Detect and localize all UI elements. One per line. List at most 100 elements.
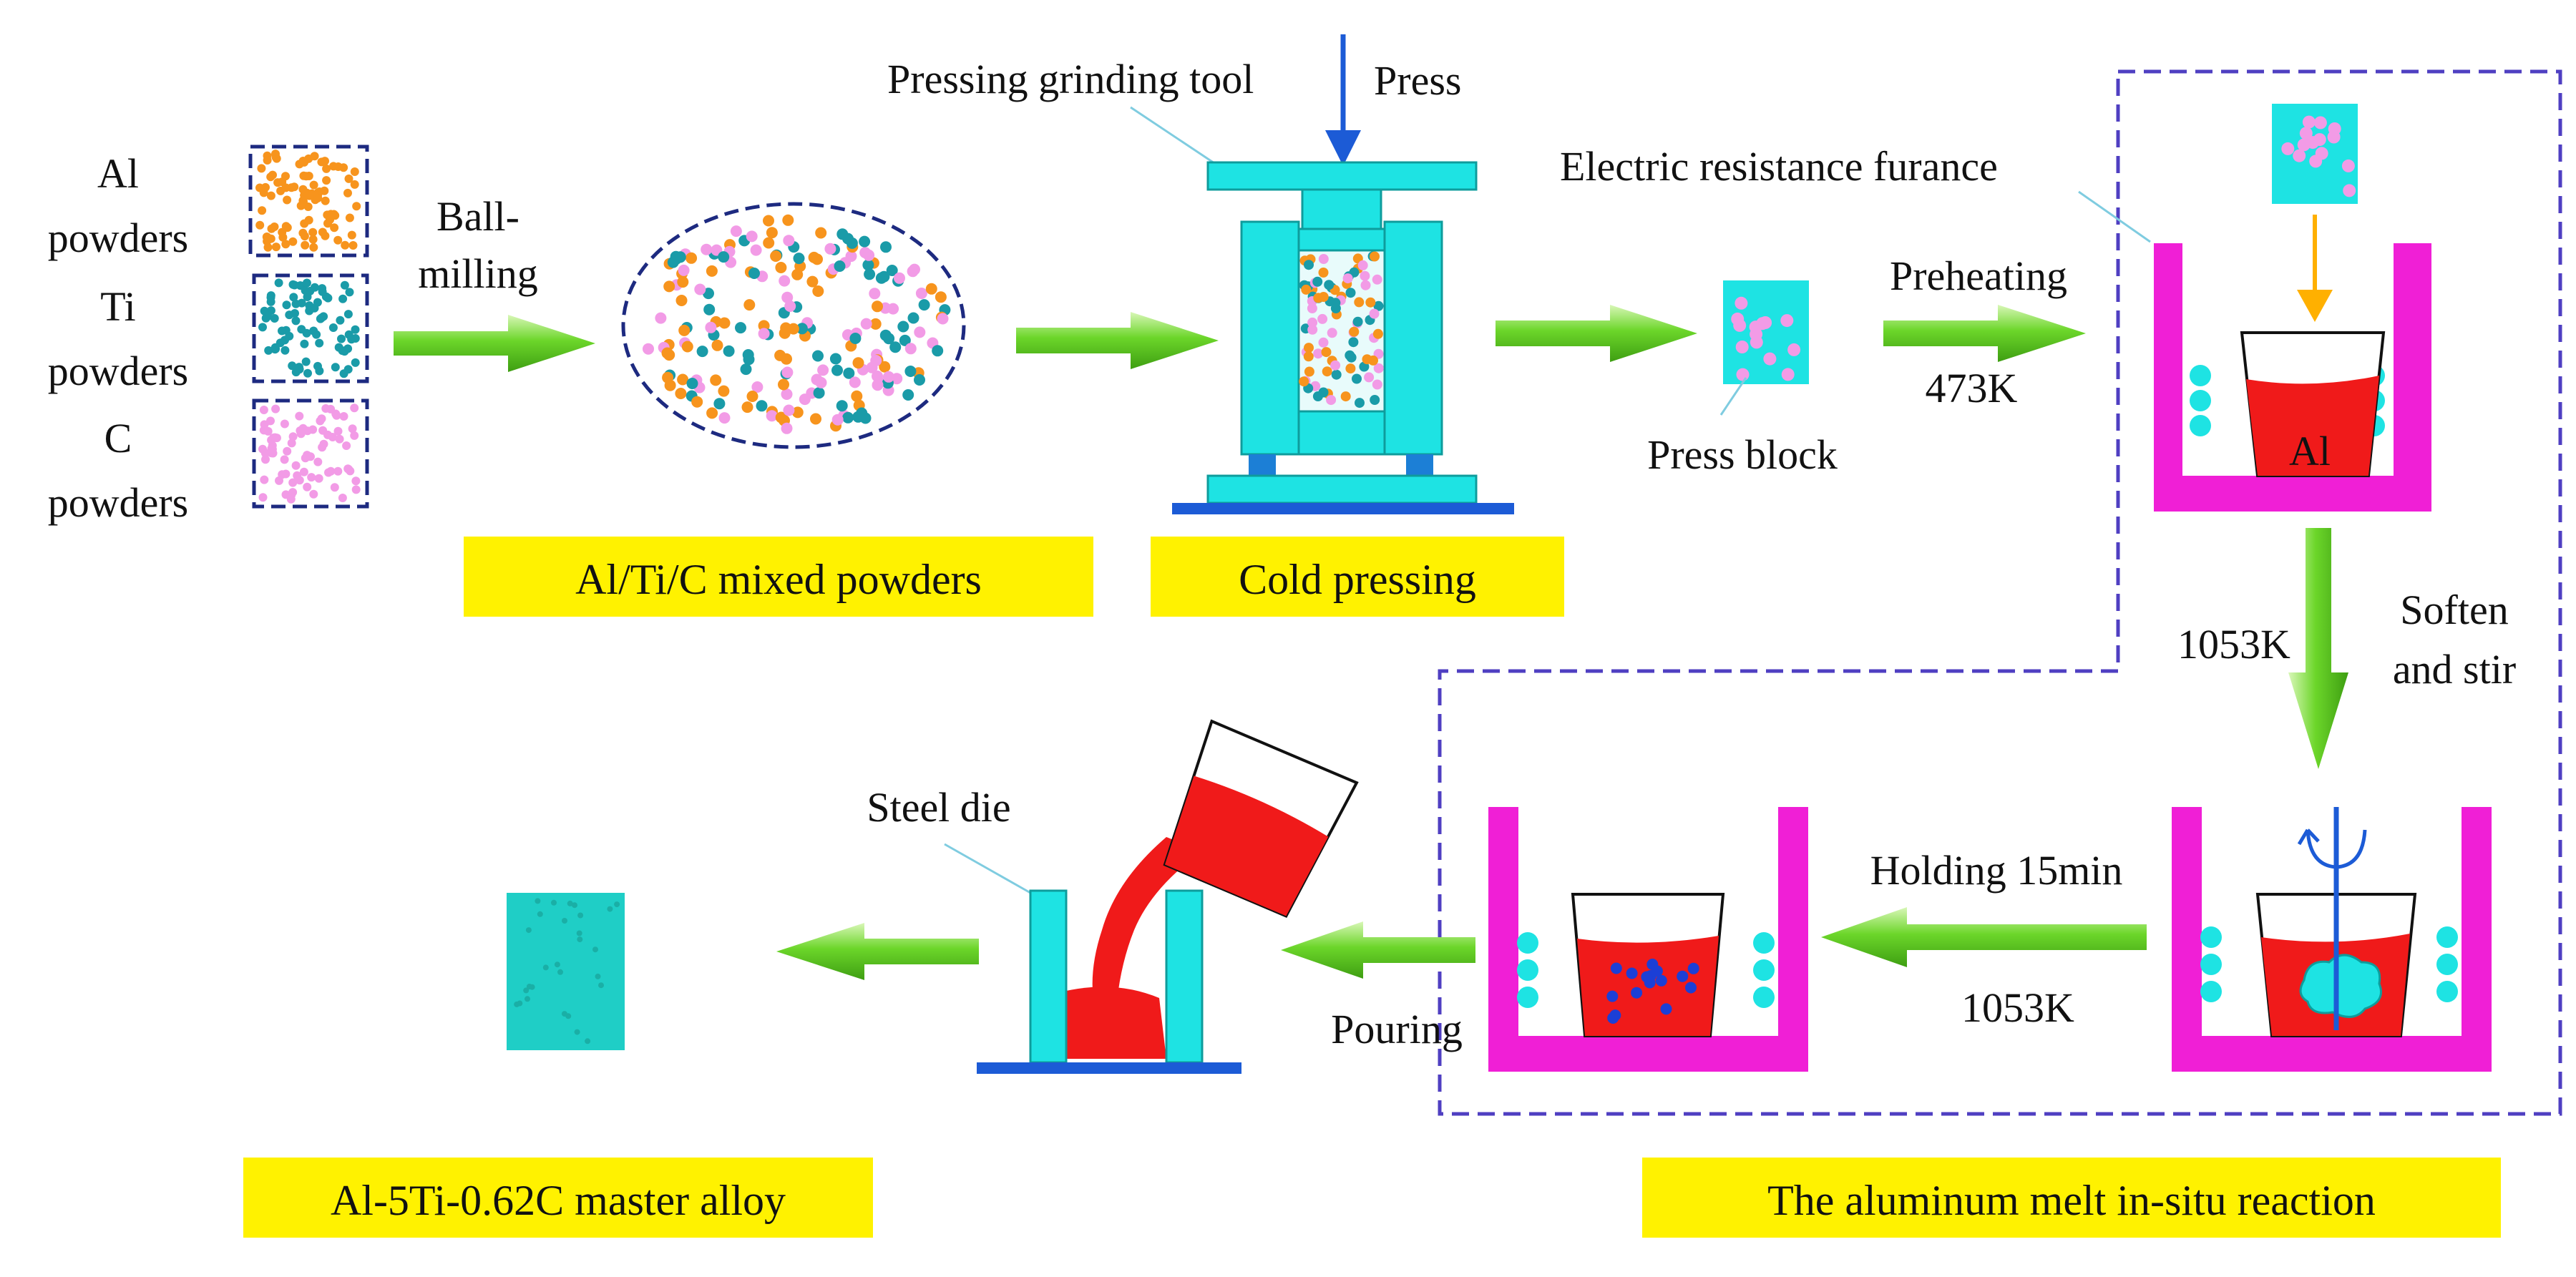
particle-dot	[281, 326, 291, 335]
particle-dot	[337, 334, 346, 343]
particle-dot	[1340, 391, 1351, 402]
pouring-crucible-icon	[1163, 719, 1359, 918]
particle-dot	[529, 984, 535, 990]
press-base	[1172, 503, 1514, 514]
particle-dot	[350, 431, 359, 440]
particle-dot	[287, 439, 296, 448]
particle-dot	[742, 349, 754, 361]
soften-temp-label: 1053K	[2177, 621, 2290, 667]
particle-dot	[320, 186, 329, 195]
particle-dot	[779, 275, 791, 287]
particle-dot	[317, 157, 326, 167]
particle-dot	[862, 259, 874, 271]
particle-dot	[718, 412, 731, 424]
particle-dot	[781, 291, 794, 303]
particle-dot	[663, 280, 675, 293]
arrow-holding	[1821, 907, 2147, 967]
particle-dot	[1345, 288, 1356, 298]
particle-dot	[796, 323, 808, 335]
particle-dot	[300, 339, 309, 348]
heater-dot	[2190, 415, 2211, 436]
particle-dot	[1349, 267, 1360, 278]
particle-dot	[1780, 314, 1794, 328]
particle-dot	[288, 361, 297, 371]
aluminum-melt	[2246, 376, 2379, 476]
particle-dot	[535, 898, 541, 904]
particle-dot	[1360, 280, 1371, 290]
particle-dot	[1299, 376, 1309, 387]
particle-dot	[343, 188, 352, 197]
al-melt-label: Al	[2289, 428, 2331, 474]
particle-dot	[300, 232, 309, 241]
particle-dot	[1345, 363, 1356, 374]
particle-dot	[333, 426, 343, 436]
particle-dot	[1787, 343, 1801, 356]
particle-dot	[1360, 270, 1370, 281]
particle-dot	[537, 911, 543, 917]
particle-dot	[514, 1001, 520, 1007]
particle-dot	[851, 390, 863, 402]
arrow-to-master-alloy	[776, 923, 979, 980]
particle-dot	[263, 426, 273, 436]
particle-dot	[783, 235, 795, 247]
particle-dot	[705, 321, 717, 333]
stirring-furnace	[2172, 807, 2492, 1072]
particle-dot	[298, 157, 308, 165]
particle-dot	[836, 228, 849, 240]
particle-dot	[723, 345, 735, 357]
particle-dot	[1303, 351, 1314, 362]
particle-dot	[750, 244, 762, 256]
particle-dot	[263, 243, 273, 252]
stage-title-mixed: Al/Ti/C mixed powders	[575, 556, 982, 603]
ti-label-line1: Ti	[100, 283, 136, 330]
particle-dot	[793, 253, 805, 265]
insitu-particles	[1606, 959, 1699, 1024]
particle-dot	[291, 368, 301, 377]
particle-dot	[288, 478, 298, 487]
press-foot-right	[1406, 454, 1433, 476]
particle-dot	[322, 164, 331, 173]
particle-dot	[1348, 337, 1359, 348]
particle-dot	[662, 371, 674, 383]
press-die-right	[1383, 220, 1443, 456]
particle-dot	[711, 339, 723, 351]
particle-dot	[834, 260, 846, 272]
particle-dot	[314, 474, 323, 483]
particle-dot	[576, 930, 582, 936]
particle-dot	[339, 412, 348, 421]
particle-dot	[351, 476, 361, 486]
particle-dot	[335, 434, 344, 444]
particle-dot	[1327, 328, 1337, 338]
particle-dot	[889, 341, 902, 353]
particle-dot	[846, 237, 858, 249]
particle-dot	[701, 243, 713, 255]
particle-dot	[607, 906, 613, 912]
particle-dot	[1324, 280, 1335, 290]
particle-dot	[810, 413, 821, 425]
stirrer-icon	[2306, 829, 2367, 869]
particle-dot	[1318, 268, 1329, 278]
particle-dot	[326, 404, 336, 414]
particle-dot	[758, 320, 770, 332]
particle-dot	[743, 299, 756, 311]
particle-dot	[282, 300, 291, 310]
particle-dot	[343, 464, 353, 474]
particle-dot	[914, 326, 926, 338]
particle-dot	[280, 346, 290, 355]
press-block	[1723, 280, 1809, 384]
particle-dot	[333, 235, 343, 245]
preheat-temp-label: 473K	[1926, 365, 2018, 411]
pressing-grinding-tool: Pressing grinding tool Press	[887, 34, 1514, 514]
particle-dot	[592, 946, 598, 953]
particle-dot	[770, 250, 782, 262]
particle-dot	[341, 240, 350, 250]
particle-dot	[332, 411, 341, 420]
pressing-tool-leader	[1130, 106, 1217, 166]
particle-dot	[1685, 982, 1697, 994]
al-label-line2: powders	[48, 215, 189, 261]
particle-dot	[307, 473, 316, 482]
particle-dot	[347, 230, 356, 240]
heater-dot	[2190, 365, 2211, 386]
particle-dot	[915, 288, 927, 299]
heater-dot	[1517, 987, 1538, 1008]
